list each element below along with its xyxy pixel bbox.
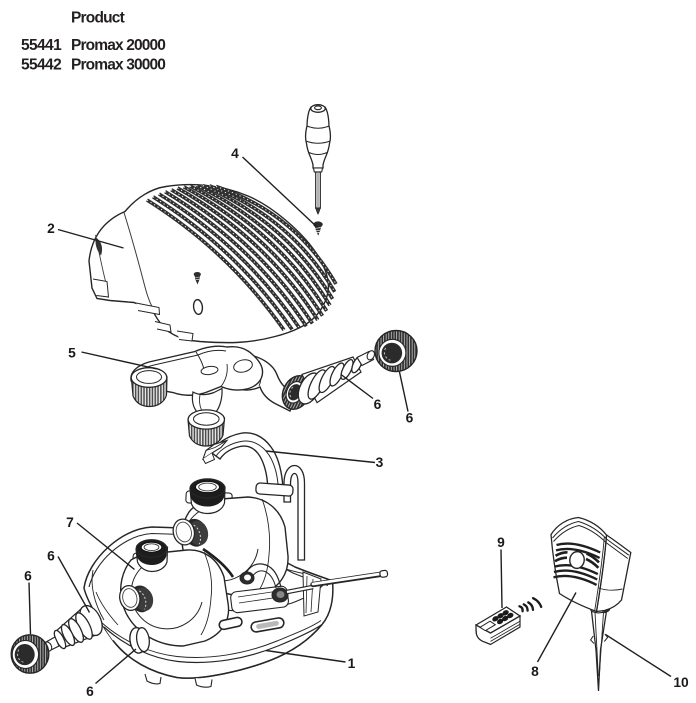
svg-text:55442: 55442 [21, 57, 61, 74]
svg-text:9: 9 [497, 535, 505, 550]
svg-text:7: 7 [66, 515, 74, 530]
svg-text:3: 3 [376, 455, 384, 470]
svg-text:6: 6 [24, 569, 32, 584]
svg-text:Promax 20000: Promax 20000 [71, 37, 165, 54]
svg-text:10: 10 [673, 675, 689, 690]
svg-text:Promax 30000: Promax 30000 [71, 57, 165, 74]
svg-text:4: 4 [231, 146, 239, 161]
svg-text:8: 8 [531, 664, 539, 679]
svg-text:6: 6 [47, 549, 55, 564]
svg-text:2: 2 [47, 221, 55, 236]
svg-text:1: 1 [348, 656, 356, 671]
svg-text:6: 6 [406, 411, 414, 426]
svg-text:55441: 55441 [21, 37, 62, 54]
svg-text:6: 6 [86, 684, 94, 699]
svg-text:5: 5 [68, 346, 76, 361]
svg-text:Product: Product [71, 10, 125, 27]
svg-text:6: 6 [374, 397, 382, 412]
